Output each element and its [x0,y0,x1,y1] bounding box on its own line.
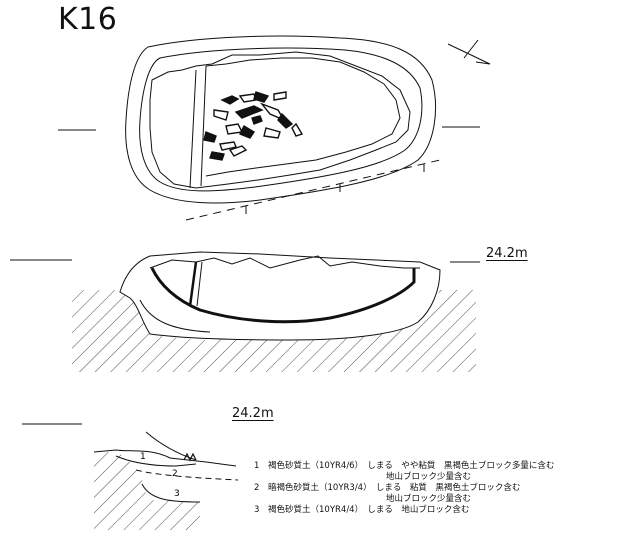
artifact-fragment [220,95,240,105]
section-plank [188,261,198,307]
artifact-fragment [239,125,255,139]
section-pit-bottom-bold [150,267,416,324]
plan-outer-edge [125,35,437,204]
section-ground-hatch [72,290,476,372]
legend-number: 3 [254,505,260,515]
plan-inner-shelf [205,57,401,177]
section-wall-contour [139,299,211,333]
artifact-fragment [263,127,281,139]
legend-note: 地山ブロック少量含む [386,494,472,504]
layer-section-upper-slope [145,431,197,461]
layer-1-boundary [115,455,197,467]
layer-legend: 1 褐色砂質土（10YR4/6） しまる やや粘質 黒褐色土ブロック多量に含む 地… [254,461,554,516]
section-plank-edge [196,261,203,307]
layer-section: 1 2 3 [22,423,239,530]
artifact-fragment [234,105,264,119]
layer-number-3: 3 [174,489,180,499]
north-arrow-head [475,61,491,65]
artifact-fragment [273,91,287,101]
plan-pit-bottom [149,51,411,189]
section-pit-outline [119,251,441,341]
artifact-fragment [291,122,304,137]
north-arrow [447,39,491,65]
legend-item-2: 2 暗褐色砂質土（10YR3/4） しまる 粘質 黒褐色土ブロック含む 地山ブロッ… [254,483,554,505]
legend-item-1: 1 褐色砂質土（10YR4/6） しまる やや粘質 黒褐色土ブロック多量に含む 地… [254,461,554,483]
artifact-fragment [228,145,248,157]
artifact-fragment [277,112,294,129]
elevation-label-layer: 24.2m [232,406,274,421]
artifact-fragment [203,131,217,143]
layer-section-disturbance [183,452,197,462]
artifact-fragment [219,141,237,151]
legend-description: 褐色砂質土（10YR4/4） しまる 地山ブロック含む [268,505,470,515]
cross-section [10,251,480,372]
legend-description: 暗褐色砂質土（10YR3/4） しまる 粘質 黒褐色土ブロック含む [268,483,521,493]
legend-item-3: 3 褐色砂質土（10YR4/4） しまる 地山ブロック含む [254,505,554,516]
plan-plank-left [189,69,197,189]
plan-second-contour [139,47,423,192]
layer-number-2: 2 [172,469,178,479]
legend-number: 2 [254,483,260,493]
legend-description: 褐色砂質土（10YR4/6） しまる やや粘質 黒褐色土ブロック多量に含む [268,461,555,471]
artifact-fragment [225,123,244,135]
north-arrow-shaft [447,43,491,65]
artifact-fragment [253,91,270,103]
elevation-label-main: 24.2m [486,246,528,261]
legend-note: 地山ブロック少量含む [386,472,472,482]
layer-3-boundary [141,483,201,503]
artifact-cluster [203,91,304,161]
layer-2-boundary [135,469,239,481]
artifact-fragment [209,151,225,161]
feature-id-label: K16 [58,2,118,37]
artifact-fragment [213,109,229,121]
layer-section-outline [93,449,237,467]
layer-number-1: 1 [140,452,146,462]
legend-number: 1 [254,461,260,471]
section-fill-contour [149,255,420,269]
plan-view [58,35,491,221]
layer-section-ground-hatch [94,452,200,530]
artifact-fragment [251,115,263,125]
plan-plank-right [200,65,207,187]
north-arrow-barb [463,39,479,59]
plan-dashed-baseline [185,159,441,221]
